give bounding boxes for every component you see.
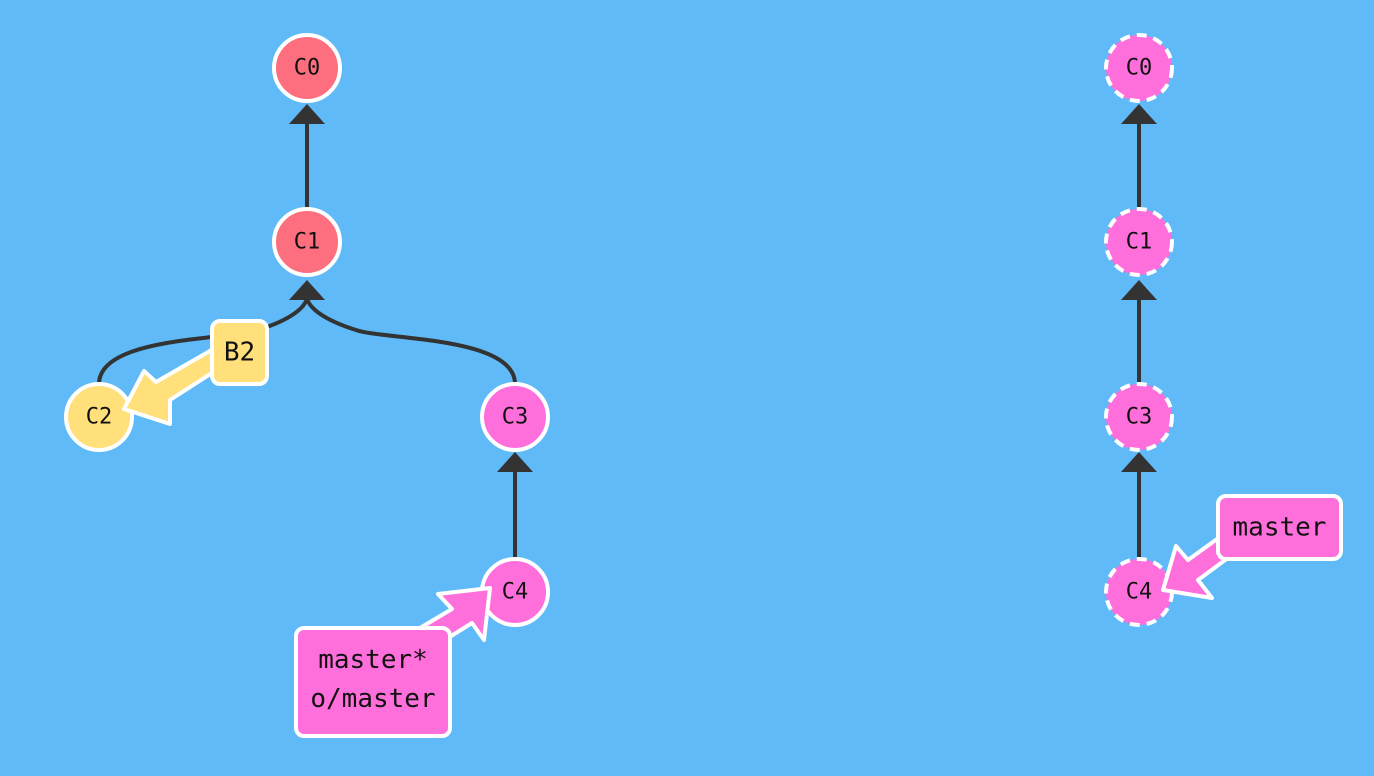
branch-master-remote-label: master	[1233, 513, 1327, 543]
branch-master-local-box	[294, 626, 452, 738]
commit-c2-node	[64, 382, 134, 452]
commit-c0-label: C0	[294, 56, 321, 81]
remote-commit-c0-node	[1104, 33, 1174, 103]
remote-commit-c3-label: C3	[1126, 405, 1153, 430]
commit-c1[interactable]: C1	[272, 207, 342, 277]
remote-commit-c4-label: C4	[1126, 580, 1153, 605]
commit-c3-label: C3	[502, 405, 529, 430]
commit-c4-label: C4	[502, 580, 529, 605]
remote-commit-c1-label: C1	[1126, 230, 1153, 255]
commit-c2[interactable]: C2	[64, 382, 134, 452]
branch-master-remote-box	[1216, 494, 1343, 561]
branch-master-local[interactable]: master* o/master	[294, 586, 492, 738]
remote-commit-c3[interactable]: C3	[1104, 382, 1174, 452]
arrow-head-c1	[289, 280, 325, 300]
remote-arrow-head-c0	[1121, 104, 1157, 124]
remote-repo-tree: C0 C1 C3 C4 master	[1104, 33, 1343, 627]
remote-commit-c1[interactable]: C1	[1104, 207, 1174, 277]
commit-c0-node	[272, 33, 342, 103]
branch-b2[interactable]: B2	[122, 319, 269, 426]
remote-commit-c1-node	[1104, 207, 1174, 277]
remote-arrow-head-c1	[1121, 280, 1157, 300]
remote-commit-c0[interactable]: C0	[1104, 33, 1174, 103]
branch-master-local-line1: master*	[318, 645, 428, 675]
local-repo-tree: C0 C1 C2 C3 C4 B2 master* o/ma	[64, 33, 550, 738]
remote-commit-c3-node	[1104, 382, 1174, 452]
remote-commit-c4[interactable]: C4	[1104, 557, 1174, 627]
arrow-head-c0	[289, 104, 325, 124]
remote-arrow-head-c3	[1121, 452, 1157, 472]
branch-b2-label: B2	[224, 338, 255, 368]
commit-c0[interactable]: C0	[272, 33, 342, 103]
branch-master-local-line2: o/master	[310, 684, 435, 714]
commit-c1-node	[272, 207, 342, 277]
arrow-head-c3	[497, 452, 533, 472]
commit-c3-node	[480, 382, 550, 452]
edge-c3-to-c1	[305, 297, 517, 385]
remote-commit-c0-label: C0	[1126, 56, 1153, 81]
commit-c4[interactable]: C4	[480, 557, 550, 627]
commit-c2-label: C2	[86, 405, 113, 430]
branch-b2-box	[210, 319, 269, 386]
commit-c1-label: C1	[294, 230, 321, 255]
commit-c3[interactable]: C3	[480, 382, 550, 452]
branch-master-remote[interactable]: master	[1161, 494, 1343, 600]
